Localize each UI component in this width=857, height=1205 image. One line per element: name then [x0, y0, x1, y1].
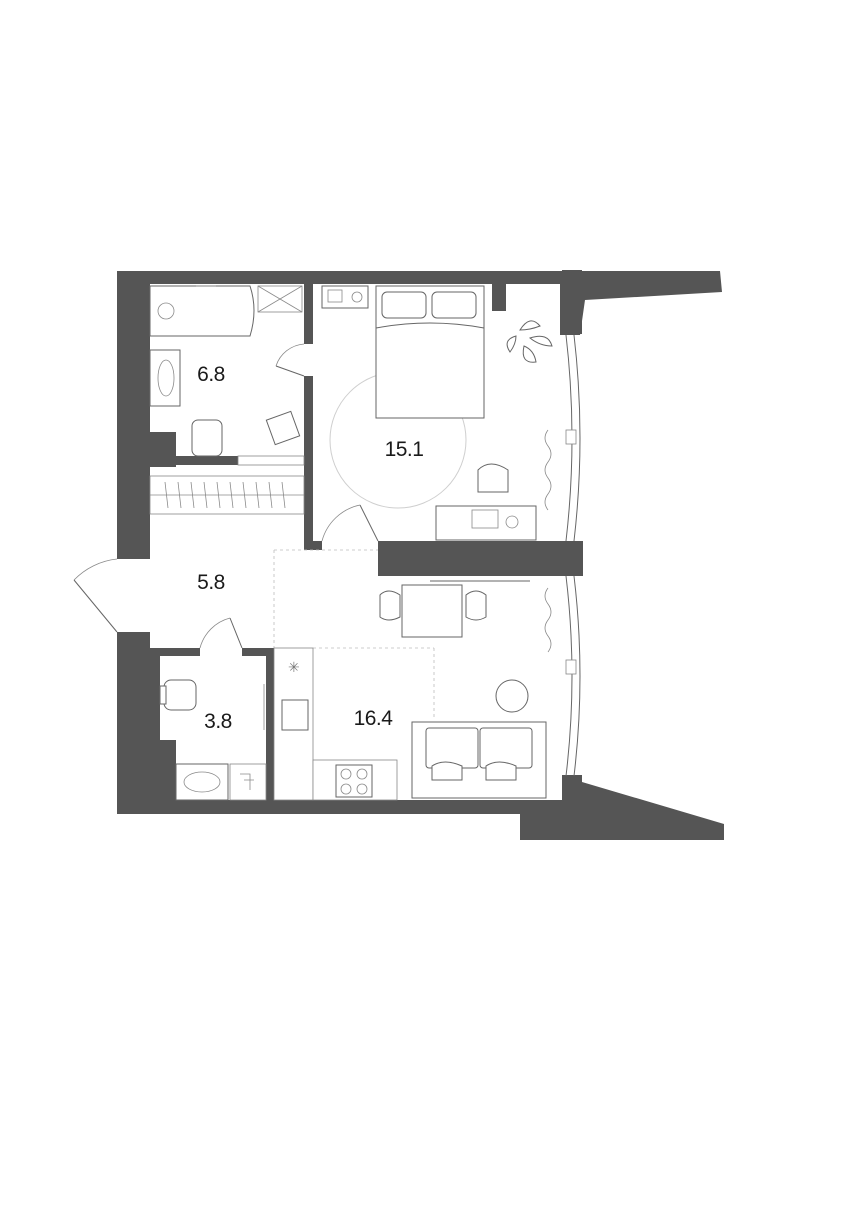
dining-chair-right: [465, 590, 487, 621]
door-bedroom-arc: [321, 504, 361, 542]
wall-wc-right: [266, 648, 274, 800]
pouf: [495, 679, 529, 713]
bathroom-fixtures: [149, 285, 305, 466]
towel-rail: [237, 455, 305, 466]
cushion-right: [485, 761, 517, 781]
burner-2: [356, 768, 368, 780]
wall-bedroom-living: [378, 541, 583, 576]
toilet-tank: [159, 685, 167, 705]
window-living-outer: [565, 575, 573, 777]
wall-bath-bedroom-bottom: [304, 376, 313, 550]
washbasin-bath-bowl: [157, 359, 175, 397]
wall-bottom-right-flare: [520, 782, 724, 840]
wall-top-right-block: [492, 271, 506, 311]
desk-bedroom: [435, 505, 537, 541]
cushion-left: [431, 761, 463, 781]
wall-bottom: [117, 800, 582, 814]
area-label-hallway: 5.8: [197, 571, 225, 594]
wall-wc-top-right: [242, 648, 273, 656]
door-bathroom-arc: [275, 343, 305, 367]
lamp-icon: [351, 291, 363, 303]
dining-table: [401, 584, 463, 638]
room-labels: 6.8 15.1 5.8 3.8 16.4: [197, 363, 424, 733]
hanger-lines: [164, 481, 286, 509]
washbasin-wc: [175, 763, 229, 801]
cooktop: [335, 764, 373, 798]
living-furniture: ✳: [273, 580, 547, 801]
wall-left-upper: [117, 271, 150, 559]
area-label-bedroom: 15.1: [385, 438, 424, 461]
duvet-fold: [375, 322, 485, 329]
wardrobe-hangers: [164, 481, 286, 509]
wall-wc-top-left: [150, 648, 200, 656]
kitchen-sink: [281, 699, 309, 731]
nightstand-left: [321, 285, 369, 309]
dining-chair-left: [379, 590, 401, 621]
burner-4: [356, 783, 368, 795]
curtains: [544, 429, 552, 653]
shower-cross-2: [257, 285, 303, 313]
curtain-living: [544, 587, 552, 653]
area-label-living-kitchen: 16.4: [354, 707, 394, 730]
wall-bath-niche: [150, 432, 176, 467]
window-living-inner: [573, 575, 581, 777]
doors: [73, 343, 379, 649]
wall-left-lower: [117, 632, 150, 812]
wall-top: [117, 271, 579, 284]
window-bedroom-inner: [573, 334, 581, 542]
door-bathroom-leaf: [275, 365, 305, 377]
water-heater: [229, 763, 267, 801]
door-entrance-leaf: [73, 579, 118, 633]
wall-window-pillar-top: [562, 270, 582, 334]
wall-bath-bedroom-top: [304, 271, 313, 344]
area-label-bathroom: 6.8: [197, 363, 225, 386]
washbasin-wc-bowl: [183, 771, 221, 793]
door-wc-arc: [199, 617, 231, 649]
desk-chair: [477, 463, 509, 493]
laptop-icon: [471, 509, 499, 529]
laundry-basket: [265, 410, 301, 446]
toilet-wc: [163, 679, 197, 711]
wall-bedroom-door-jamb: [304, 541, 322, 550]
wc-fixtures: [159, 679, 267, 801]
sofa-seat-right: [479, 727, 533, 769]
burner-1: [340, 768, 352, 780]
area-label-wc: 3.8: [204, 710, 232, 733]
bathtub-drain: [157, 302, 175, 320]
bedroom-furniture: [321, 285, 553, 541]
plant-icon: [506, 320, 553, 363]
windows: [565, 334, 581, 777]
valve-icon: [240, 773, 254, 790]
washbasin-bath: [149, 349, 181, 407]
book-icon: [327, 289, 343, 303]
window-mullion-2: [565, 659, 577, 675]
wall-window-pillar: [560, 541, 583, 576]
zone-borders: [273, 549, 435, 720]
bathtub: [149, 285, 255, 337]
wall-top-right-flare: [492, 271, 722, 335]
pillow-left: [381, 291, 427, 319]
walls: [117, 270, 724, 840]
wall-wc-left: [150, 648, 160, 800]
pillow-right: [431, 291, 477, 319]
desk-lamp-icon: [505, 515, 519, 529]
door-bedroom-leaf: [359, 504, 379, 542]
burner-3: [340, 783, 352, 795]
wall-window-pillar-bottom: [562, 775, 582, 840]
curtain-bedroom: [544, 429, 552, 511]
sofa-seat-left: [425, 727, 479, 769]
door-wc-leaf: [229, 617, 243, 649]
toilet-bath: [191, 419, 223, 457]
extractor-icon: ✳: [288, 659, 300, 675]
door-entrance-arc: [73, 558, 118, 581]
window-mullion: [565, 429, 577, 445]
wall-wc-niche: [150, 740, 176, 800]
wardrobe: [149, 475, 305, 515]
